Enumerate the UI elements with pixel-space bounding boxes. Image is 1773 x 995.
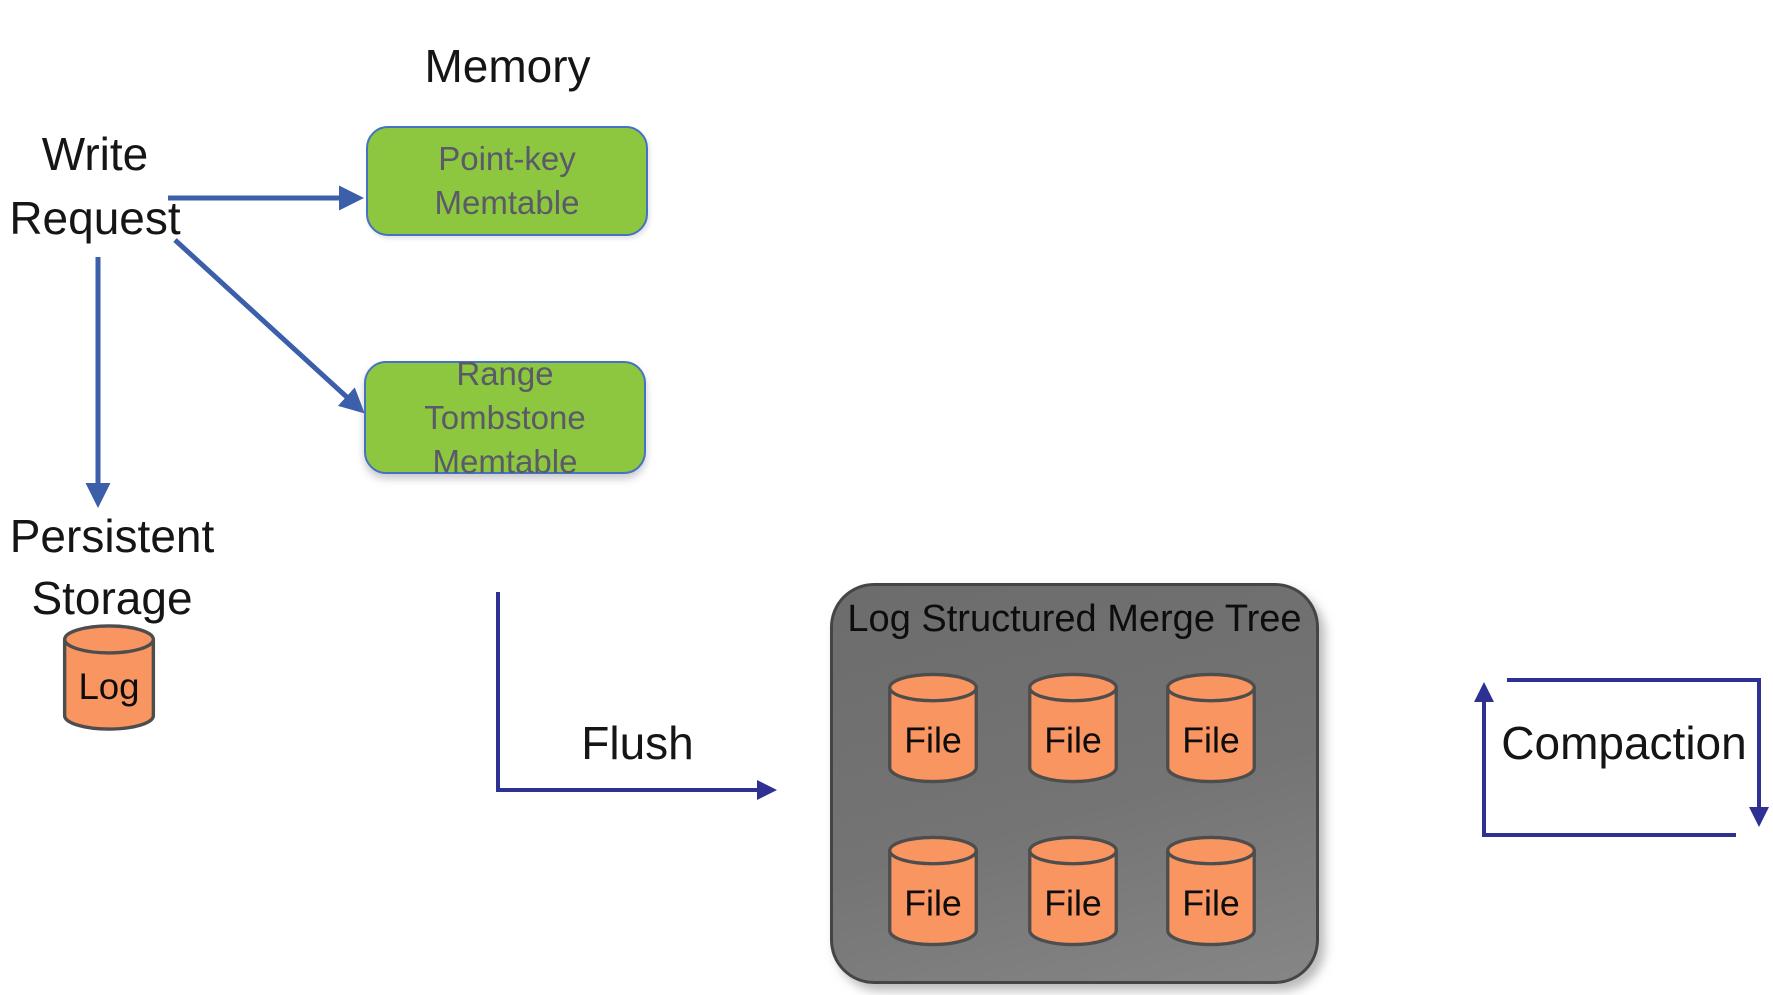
- write-request-label: Write Request: [9, 128, 181, 244]
- file-cylinder-icon: File: [1028, 835, 1118, 947]
- file-cylinder-icon: File: [888, 672, 978, 784]
- log-cylinder-label: Log: [78, 666, 139, 707]
- memory-label: Memory: [424, 40, 591, 92]
- log-cylinder-icon: Log: [62, 624, 156, 731]
- file-label: File: [1182, 883, 1240, 923]
- lsm-tree-title: Log Structured Merge Tree: [847, 598, 1302, 640]
- range-tombstone-memtable-box: Range Tombstone Memtable: [364, 355, 646, 480]
- file-label: File: [1044, 883, 1102, 923]
- range-tombstone-memtable-label: Range Tombstone Memtable: [424, 354, 586, 480]
- write-to-range-arrow: [173, 238, 365, 414]
- lsm-tree-box: Log Structured Merge Tree File File File…: [830, 583, 1319, 984]
- file-cylinder-icon: File: [888, 835, 978, 947]
- file-label: File: [1182, 720, 1240, 760]
- file-cylinder-icon: File: [1028, 672, 1118, 784]
- flush-label: Flush: [581, 717, 694, 769]
- file-label: File: [904, 720, 962, 760]
- pointkey-memtable-label: Point-key Memtable: [434, 140, 580, 221]
- file-cylinder-icon: File: [1166, 835, 1256, 947]
- pointkey-memtable-box: Point-key Memtable: [366, 126, 648, 236]
- file-label: File: [1044, 720, 1102, 760]
- file-cylinder-icon: File: [1166, 672, 1256, 784]
- file-label: File: [904, 883, 962, 923]
- compaction-label: Compaction: [1501, 717, 1747, 769]
- persistent-storage-label: Persistent Storage: [9, 510, 215, 624]
